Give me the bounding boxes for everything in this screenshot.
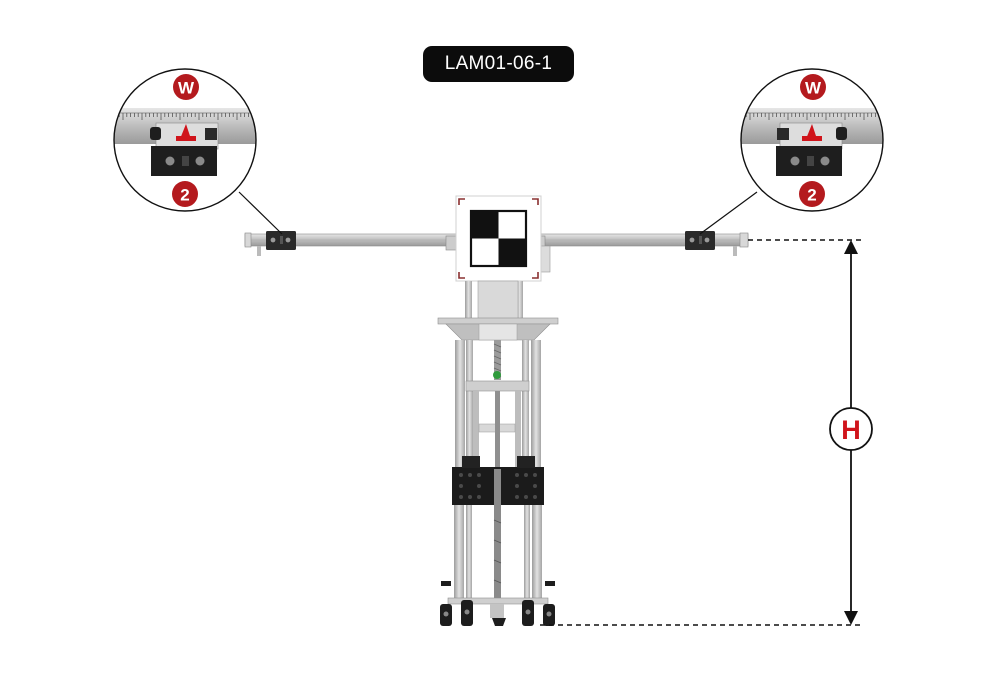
right-bar-slider bbox=[685, 231, 715, 250]
left-marker-w: W bbox=[178, 79, 195, 98]
left-marker-2: 2 bbox=[180, 186, 189, 205]
left-zoom-callout: W 2 bbox=[113, 68, 257, 212]
left-leader-line bbox=[238, 191, 283, 235]
left-bar-slider bbox=[266, 231, 296, 250]
arrow-down-icon bbox=[844, 611, 858, 625]
right-leader-line bbox=[699, 191, 758, 235]
right-marker-w: W bbox=[805, 79, 822, 98]
height-label: H bbox=[841, 415, 861, 445]
right-marker-2: 2 bbox=[807, 186, 816, 205]
model-code-badge: LAM01-06-1 bbox=[423, 46, 574, 82]
height-dimension: H bbox=[540, 239, 873, 626]
target-board bbox=[445, 195, 551, 282]
mast-frame bbox=[437, 280, 559, 626]
right-zoom-callout: W 2 bbox=[740, 68, 884, 212]
height-label-circle bbox=[829, 407, 873, 451]
arrow-up-icon bbox=[844, 240, 858, 254]
